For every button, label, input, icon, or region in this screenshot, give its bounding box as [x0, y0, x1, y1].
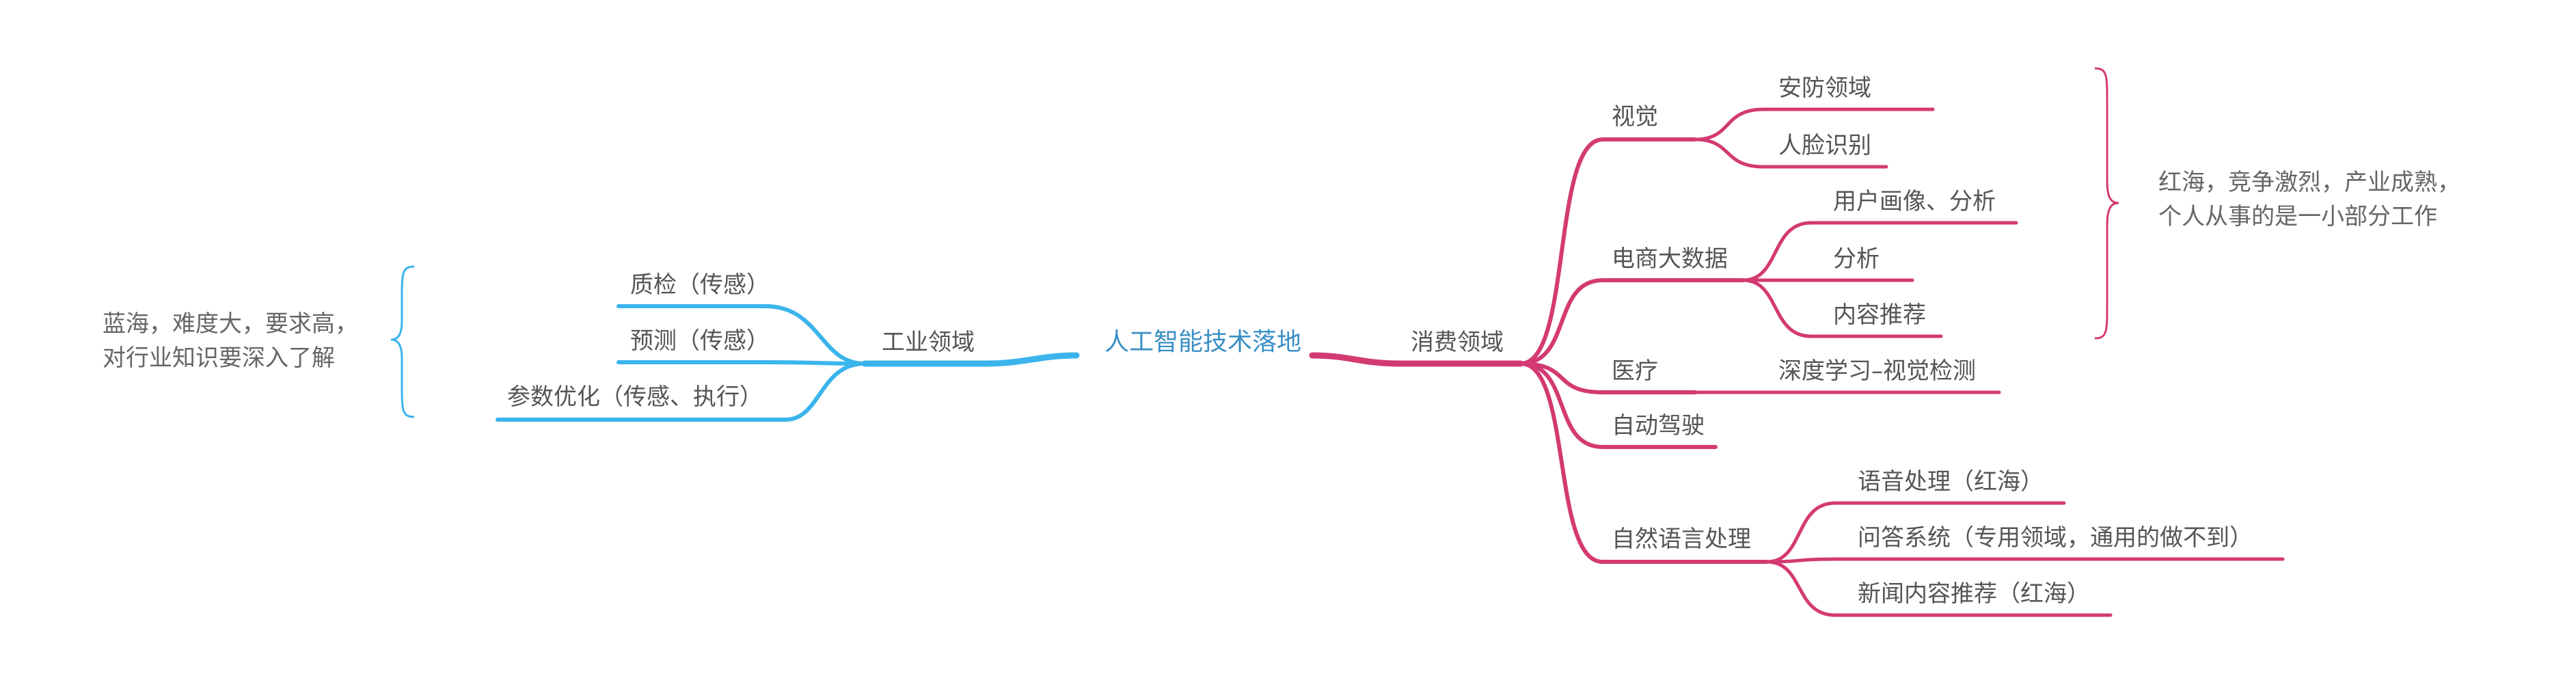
connector-root-consumer [1309, 352, 1524, 367]
topic-vision[interactable]: 视觉 [1612, 103, 1658, 131]
connector-root-industrial [861, 352, 1080, 367]
connector-consumer-vision [1519, 137, 1697, 366]
topic-autonomous-driving[interactable]: 自动驾驶 [1612, 412, 1705, 439]
connector-consumer-ecommerce [1519, 278, 1745, 366]
leaf-content-recommendation[interactable]: 内容推荐 [1833, 301, 1926, 329]
leaf-qa-system[interactable]: 问答系统（专用领域，通用的做不到） [1858, 524, 2253, 552]
connector-vision-security [1693, 107, 1935, 141]
leaf-security-field[interactable]: 安防领域 [1778, 74, 1871, 102]
leaf-deep-learning-vision-detection[interactable]: 深度学习–视觉检测 [1778, 357, 1976, 385]
connector-consumer-autonomous [1519, 362, 1718, 449]
topic-medical[interactable]: 医疗 [1612, 357, 1658, 385]
connector-nlp-news [1765, 560, 2113, 617]
left-summary-note-line2: 对行业知识要深入了解 [103, 344, 335, 372]
connector-consumer-nlp [1519, 362, 1769, 564]
leaf-user-profiling[interactable]: 用户画像、分析 [1833, 188, 1996, 215]
leaf-speech-processing[interactable]: 语音处理（红海） [1858, 468, 2044, 496]
connector-nlp-speech [1765, 501, 2066, 564]
connector-consumer-medical [1519, 362, 1697, 394]
leaf-news-recommendation[interactable]: 新闻内容推荐（红海） [1858, 580, 2090, 608]
connector-vision-face [1693, 137, 1888, 169]
connector-industrial-quality [616, 304, 867, 366]
connector-industrial-prediction [616, 360, 867, 366]
connector-ecommerce-profile [1741, 221, 2018, 282]
connector-nlp-qa [1765, 557, 2285, 564]
subtopic-prediction[interactable]: 预测（传感） [630, 327, 770, 355]
right-summary-note-line2: 个人从事的是一小部分工作 [2158, 203, 2437, 230]
right-summary-note-line1: 红海，竞争激烈，产业成熟， [2158, 169, 2460, 196]
topic-ecommerce-big-data[interactable]: 电商大数据 [1612, 245, 1728, 273]
connector-industrial-parameter [496, 362, 867, 422]
right-summary-brace [2094, 67, 2119, 340]
leaf-face-recognition[interactable]: 人脸识别 [1778, 132, 1871, 159]
root-topic[interactable]: 人工智能技术落地 [1104, 328, 1301, 356]
left-summary-note-line1: 蓝海，难度大，要求高， [103, 310, 358, 338]
topic-nlp[interactable]: 自然语言处理 [1612, 526, 1751, 553]
mind-map-connectors [496, 107, 2285, 617]
leaf-analysis[interactable]: 分析 [1833, 245, 1880, 273]
subtopic-parameter-optimization[interactable]: 参数优化（传感、执行） [507, 383, 763, 411]
topic-industrial[interactable]: 工业领域 [882, 329, 975, 356]
topic-consumer[interactable]: 消费领域 [1411, 329, 1504, 356]
left-summary-brace [390, 265, 415, 418]
subtopic-quality-inspection[interactable]: 质检（传感） [630, 271, 770, 299]
connector-ecommerce-recommend [1741, 278, 1943, 338]
